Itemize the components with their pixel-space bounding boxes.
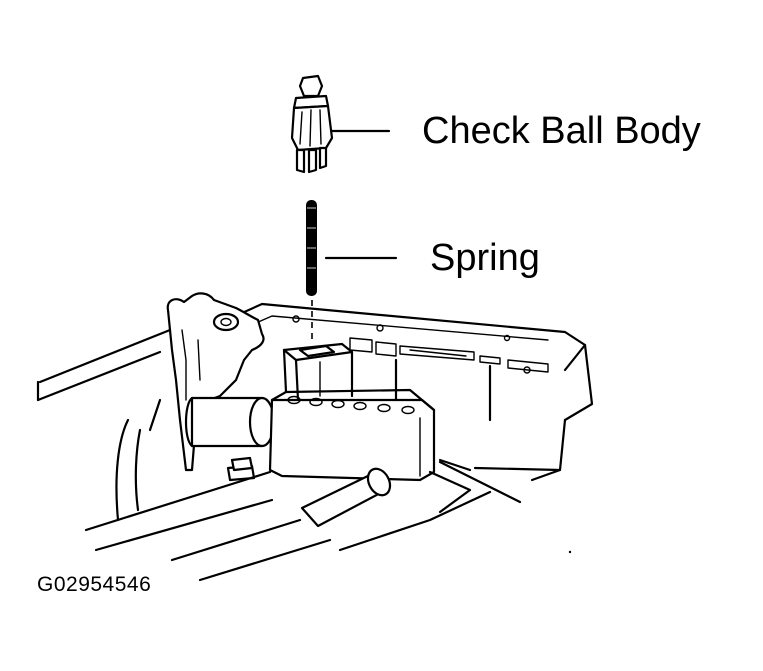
- spring-part: [306, 200, 317, 296]
- check-ball-body-part: [290, 74, 334, 174]
- speck-dot: [568, 550, 572, 554]
- figure-code: G02954546: [37, 573, 152, 596]
- check-ball-body-label: Check Ball Body: [422, 110, 701, 152]
- valve-body-assembly: [36, 292, 594, 582]
- spring-label: Spring: [430, 237, 540, 279]
